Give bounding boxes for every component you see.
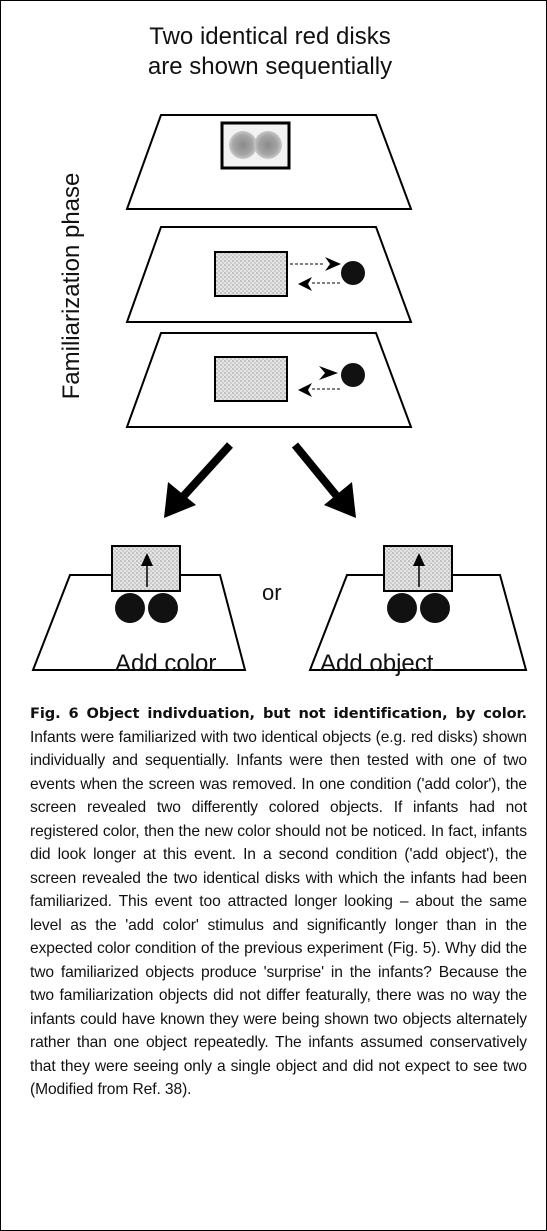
add-object-disk-right bbox=[420, 593, 450, 623]
panel-2-arrow-left bbox=[298, 277, 312, 291]
add-color-up-arrow bbox=[141, 553, 153, 566]
add-object-disk-left bbox=[387, 593, 417, 623]
left-branch-arrow bbox=[164, 442, 233, 518]
figure-title: Two identical red disks are shown sequen… bbox=[147, 23, 393, 80]
right-branch-arrow bbox=[291, 442, 356, 518]
panel-2-screen bbox=[214, 251, 288, 297]
or-label: or bbox=[262, 580, 282, 605]
diagram-graphic bbox=[31, 114, 528, 671]
test-panel-add-object bbox=[308, 545, 528, 671]
panel-2-stage bbox=[125, 226, 413, 323]
panel-3-screen bbox=[214, 356, 288, 402]
add-color-disk-right bbox=[148, 593, 178, 623]
panel-1-disk-right bbox=[254, 131, 282, 159]
add-object-label: Add object bbox=[320, 650, 434, 677]
panel-1-disk-left bbox=[229, 131, 257, 159]
add-color-screen bbox=[111, 545, 181, 592]
panel-3-disk bbox=[341, 363, 365, 387]
panel-2-arrow-right bbox=[325, 257, 341, 271]
panel-2-disk bbox=[341, 261, 365, 285]
add-object-screen bbox=[383, 545, 453, 592]
panel-3-arrow-right bbox=[319, 366, 338, 380]
add-color-label: Add color bbox=[115, 650, 217, 677]
add-object-up-arrow bbox=[413, 553, 425, 566]
panel-3-stage bbox=[125, 332, 413, 428]
caption-heading: Fig. 6 Object indivduation, but not iden… bbox=[30, 705, 527, 722]
panel-3-arrow-left bbox=[298, 383, 312, 397]
figure-caption: Fig. 6 Object indivduation, but not iden… bbox=[30, 702, 527, 1102]
caption-body: Infants were familiarized with two ident… bbox=[30, 728, 527, 1099]
panel-1-stage bbox=[125, 114, 413, 210]
test-panel-add-color bbox=[31, 545, 247, 671]
add-color-disk-left bbox=[115, 593, 145, 623]
